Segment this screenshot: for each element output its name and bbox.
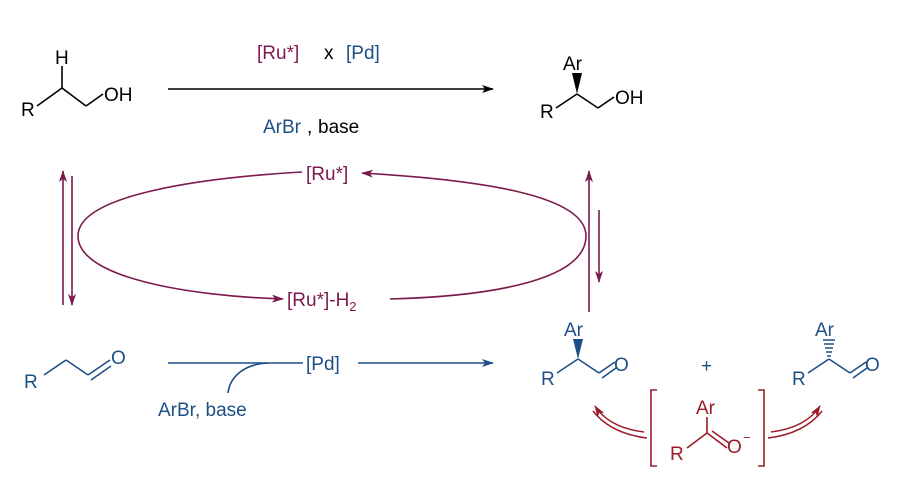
enolate-to-s-arrow-inner: [767, 410, 823, 439]
enolate-r: R: [670, 444, 684, 465]
product-alcohol-oh: OH: [615, 88, 644, 109]
aldehyde-o-label: O: [111, 348, 126, 369]
reagent-entry-curve: [227, 362, 269, 394]
product-r-r: R: [541, 369, 555, 390]
cycle-ru-catalyst: [Ru*]: [306, 164, 348, 185]
product-s-ar: Ar: [815, 320, 835, 341]
cycle-left-arc: [77, 171, 303, 303]
product-alcohol-ar: Ar: [563, 54, 583, 75]
enolate-ar: Ar: [696, 398, 716, 419]
bottom-catalyst-pd: [Pd]: [306, 354, 340, 375]
plus-sign: +: [701, 356, 712, 377]
product-r-o: O: [614, 355, 629, 376]
product-r-ar: Ar: [564, 320, 584, 341]
reactant-h-label: H: [55, 48, 69, 69]
reactant-r-label: R: [21, 100, 35, 121]
top-catalyst-pd: [Pd]: [346, 43, 380, 64]
enolate-to-s-arrow-outer: [770, 405, 821, 433]
cycle-right-arc: [361, 169, 587, 300]
reactant-oh-label: OH: [104, 85, 133, 106]
bottom-reagents: ArBr, base: [158, 400, 247, 421]
product-alcohol: [555, 93, 615, 109]
product-s-o: O: [865, 355, 880, 376]
top-conditions-base: base: [318, 117, 359, 138]
enolate-brackets: [650, 389, 765, 467]
enolate-to-r-arrow-outer: [594, 405, 645, 433]
product-aldehyde-s: [807, 358, 868, 379]
product-r-wedge: [573, 339, 583, 359]
product-alcohol-r: R: [540, 102, 554, 123]
enolate-structure: [686, 417, 730, 449]
reactant-aldehyde: [43, 359, 112, 381]
enolate-to-r-arrow-inner: [592, 410, 648, 439]
enolate-o: O: [727, 437, 742, 458]
enolate-charge: −: [743, 430, 751, 445]
top-conditions-comma: ,: [307, 117, 312, 138]
top-conditions-arbr: ArBr: [263, 117, 302, 138]
cycle-ru-hydride: [Ru*]-H2: [287, 290, 357, 314]
product-aldehyde-r: [556, 358, 617, 379]
product-s-r: R: [792, 369, 806, 390]
aldehyde-r-label: R: [24, 372, 38, 393]
top-catalyst-ru: [Ru*]: [257, 43, 299, 64]
reactant-alcohol: [36, 66, 104, 107]
top-catalyst-times: x: [324, 43, 334, 64]
product-s-hash: [823, 339, 835, 357]
product-alcohol-wedge: [572, 73, 582, 94]
